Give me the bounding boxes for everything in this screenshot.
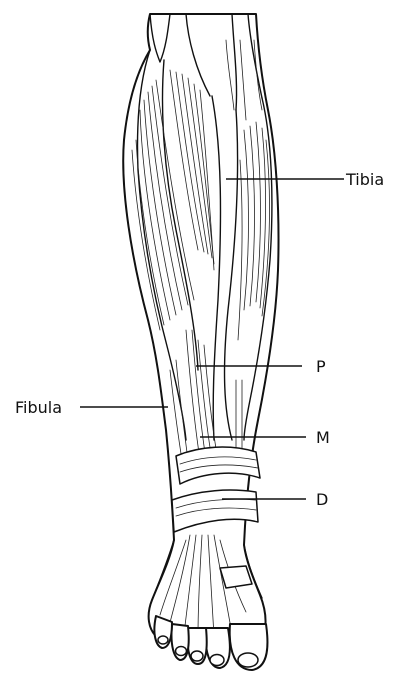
toenail-4 [176,647,187,656]
label-m: M [316,428,330,447]
label-fibula: Fibula [15,398,62,417]
toenail-2 [210,655,224,666]
lower-leg-illustration [123,14,278,670]
label-p: P [316,357,326,376]
hallux-band [220,566,252,588]
toenail-1 [238,653,258,667]
leg-outline [123,14,278,640]
toenail-3 [191,651,203,661]
label-d: D [316,490,328,509]
label-tibia: Tibia [345,170,384,189]
toenail-5 [158,636,168,644]
